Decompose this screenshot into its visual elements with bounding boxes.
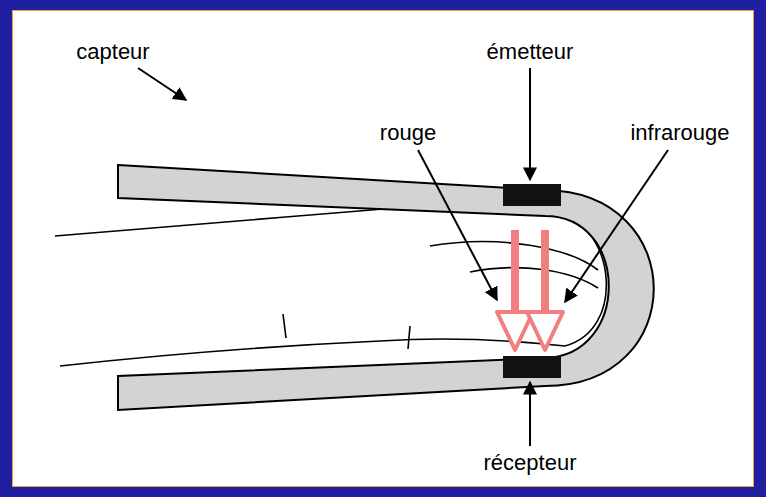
- part-label: infrarouge: [630, 121, 729, 145]
- sensor-clip: [118, 165, 654, 410]
- part-label: émetteur: [487, 40, 574, 64]
- part-label: récepteur: [484, 451, 577, 475]
- leader-lines: [138, 68, 668, 446]
- finger: [55, 203, 606, 366]
- part-label: capteur: [76, 40, 149, 64]
- receiver-block: [503, 356, 561, 378]
- emitter-block: [503, 184, 561, 206]
- light-beams: [497, 230, 563, 350]
- part-label: rouge: [380, 121, 436, 145]
